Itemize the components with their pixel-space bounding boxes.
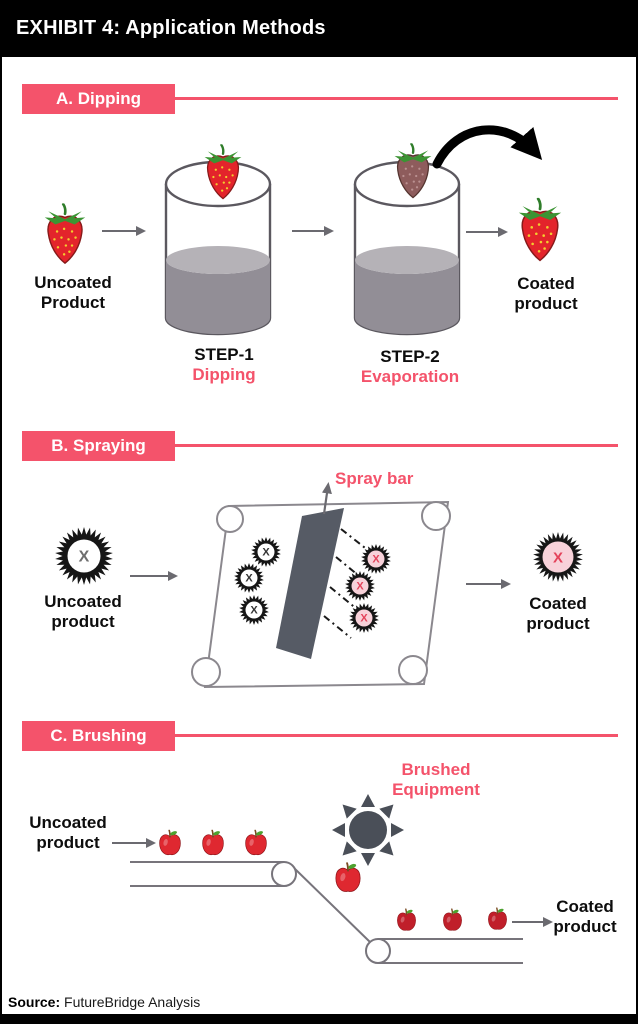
step1-sublabel: Dipping (192, 365, 256, 384)
section-a-rule (175, 97, 618, 100)
roller-icon (216, 505, 244, 533)
coated-burst-icon: X (349, 603, 379, 633)
flow-arrow (512, 915, 553, 928)
spray-mist-lines (323, 528, 370, 639)
step2-label-block: STEP-2 Evaporation (354, 347, 466, 387)
spray-uncoated-burst-icon: X (55, 527, 113, 585)
strawberry-on-beaker-icon (203, 143, 243, 203)
uncoated-apple-icon (201, 829, 225, 859)
brush-icon (332, 794, 404, 866)
dipping-beaker-step1-icon (164, 160, 272, 336)
flow-arrow (466, 577, 511, 590)
uncoated-burst-icon: X (251, 537, 281, 567)
coated-apple-icon (396, 908, 417, 934)
uncoated-apple-icon (244, 829, 268, 859)
dipping-coated-label: Coated product (514, 274, 578, 313)
step2-title: STEP-2 (380, 347, 440, 366)
uncoated-strawberry-icon (43, 203, 87, 267)
brushing-conveyor-diagram (130, 861, 523, 964)
source-text: FutureBridge Analysis (64, 994, 201, 1010)
product-letter: X (245, 573, 253, 585)
product-letter: X (356, 581, 364, 593)
coated-burst-icon: X (345, 571, 375, 601)
coated-apple-icon (487, 907, 508, 933)
coated-burst-icon: X (361, 544, 391, 574)
flow-arrow (112, 836, 156, 849)
product-letter: X (79, 549, 90, 566)
product-letter: X (250, 605, 258, 617)
source-label: Source: (8, 994, 61, 1010)
brushed-equipment-label: Brushed Equipment (392, 760, 480, 799)
uncoated-apple-icon (158, 829, 182, 859)
roller-icon (421, 501, 451, 531)
spray-bar-icon (276, 508, 344, 659)
product-letter: X (360, 613, 368, 625)
source-line: Source: FutureBridge Analysis (8, 994, 200, 1010)
dipping-uncoated-label: Uncoated Product (34, 273, 112, 312)
product-letter: X (262, 547, 270, 559)
spray-conveyor-diagram: X X X X X X (191, 482, 451, 689)
coated-apple-icon (442, 908, 463, 934)
roller-icon (398, 655, 428, 685)
flow-arrow (292, 224, 334, 237)
section-c-header: C. Brushing (22, 721, 175, 751)
uncoated-burst-icon: X (234, 563, 264, 593)
step1-title: STEP-1 (194, 345, 254, 364)
product-letter: X (372, 554, 380, 566)
exhibit-title: EXHIBIT 4: Application Methods (16, 17, 326, 39)
flow-arrow (102, 224, 146, 237)
spray-coated-label: Coated product (526, 594, 590, 633)
flow-arrow (130, 569, 178, 582)
section-a-label: A. Dipping (56, 89, 141, 108)
uncoated-burst-icon: X (239, 595, 269, 625)
flow-arrow (466, 225, 508, 238)
roller-icon (191, 657, 221, 687)
section-b-rule (175, 444, 618, 447)
section-b-label: B. Spraying (51, 436, 146, 455)
chute-line (292, 866, 372, 944)
step1-label-block: STEP-1 Dipping (168, 345, 280, 385)
roller-icon (365, 938, 391, 964)
coated-strawberry-icon (517, 197, 563, 265)
brushing-uncoated-label: Uncoated product (29, 813, 107, 852)
product-letter: X (553, 550, 563, 567)
section-c-label: C. Brushing (50, 726, 147, 745)
spray-coated-burst-icon: X (533, 532, 583, 582)
section-b-header: B. Spraying (22, 431, 175, 461)
spray-bar-pointer-arrow (321, 482, 332, 515)
falling-apple-icon (334, 862, 362, 896)
section-c-rule (175, 734, 618, 737)
spray-uncoated-label: Uncoated product (44, 592, 122, 631)
roller-icon (271, 861, 297, 887)
step2-sublabel: Evaporation (360, 367, 460, 386)
spray-bar-label: Spray bar (335, 469, 414, 488)
transfer-curved-arrow-icon (432, 125, 543, 169)
dipped-strawberry-icon (393, 142, 433, 202)
brushing-coated-label: Coated product (553, 897, 617, 936)
section-a-header: A. Dipping (22, 84, 175, 114)
